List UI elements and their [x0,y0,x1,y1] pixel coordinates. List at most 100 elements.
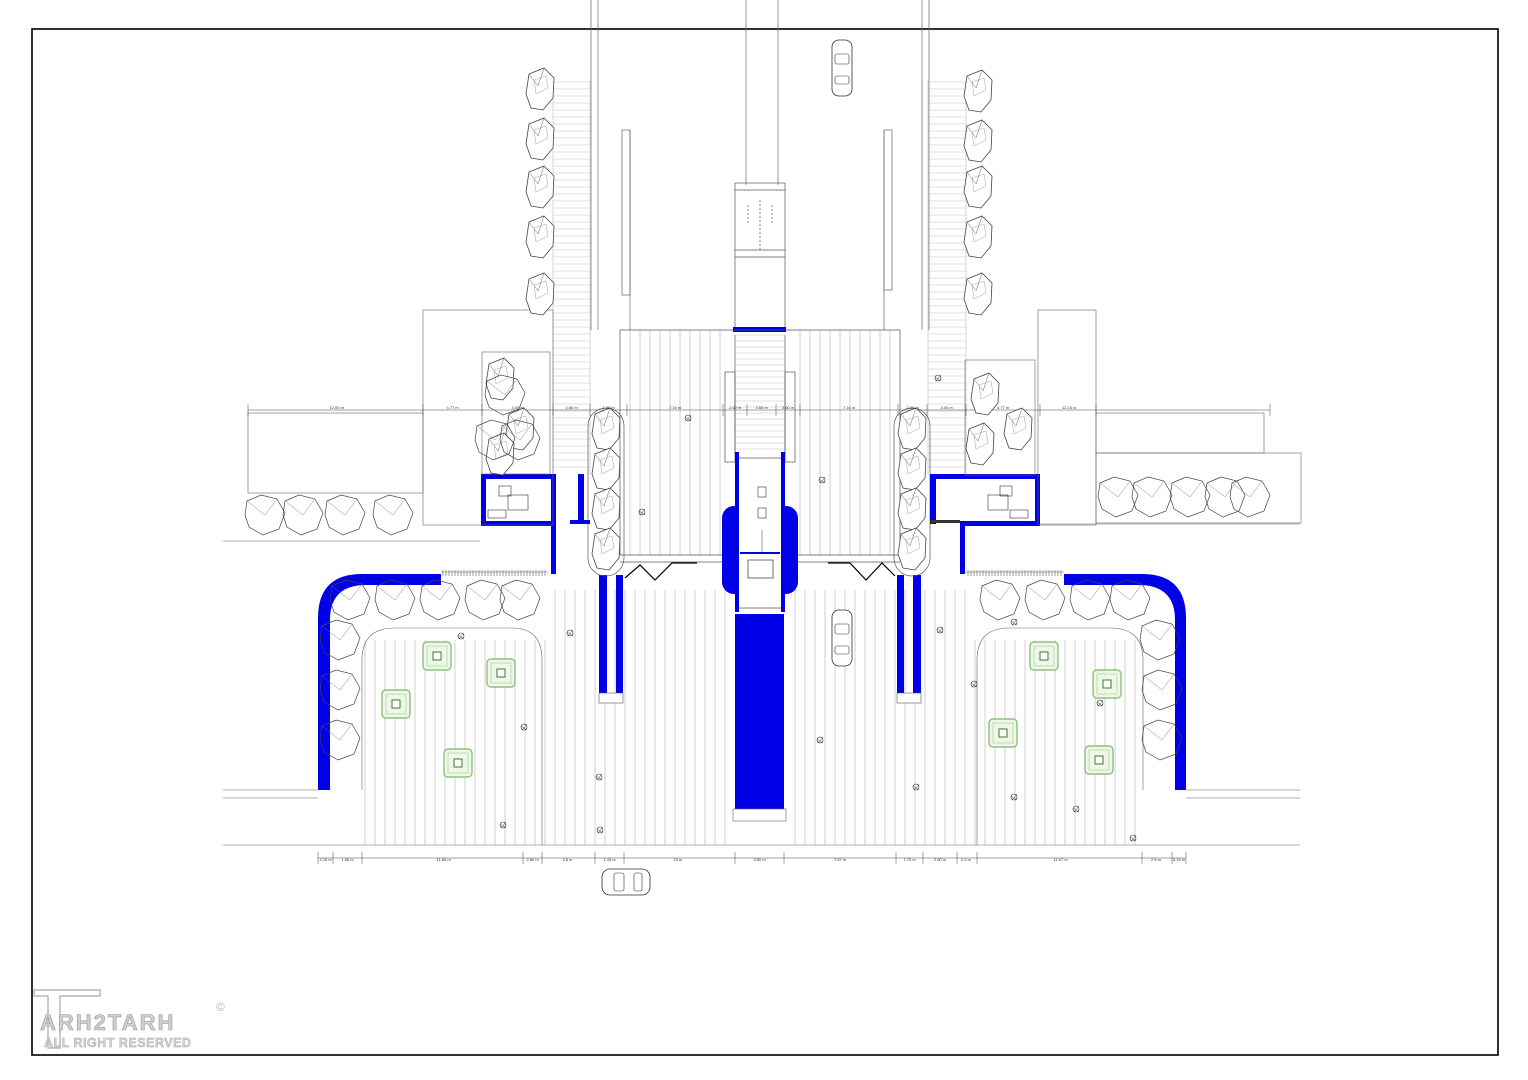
bush-icon [419,579,461,621]
tree-icon [525,117,555,161]
tree-icon [963,165,993,209]
dimension-label: 4.77 m [997,405,1010,410]
left-booth [481,474,590,574]
tree-icon [897,527,927,571]
planter-icon [1092,669,1122,699]
bush-icon [464,579,506,621]
right-curved-wall [1064,574,1186,790]
dimension-label: 3.60 m [755,405,768,410]
dimension-label: 7.16 m [669,405,682,410]
bush-icon [1131,476,1173,518]
tree-icon [591,527,621,571]
tree-icon [591,487,621,531]
tree-icon [963,119,993,163]
bush-icon [324,494,366,536]
bush-icon [1109,579,1151,621]
bush-icon [1069,579,1111,621]
central-corridor [734,182,786,455]
dimension-label: 0.4 m [961,857,972,862]
barrier-left [624,562,697,581]
dimension-label: 2.60 m [729,405,742,410]
person-icon [566,629,574,637]
person-icon [816,736,824,744]
dimension-label: 1.15 m [603,857,616,862]
dimension-label: 2.6 m [1151,857,1162,862]
dimension-label: 12.15 m [1062,405,1077,410]
tree-icon [485,357,515,401]
bush-icon [1024,579,1066,621]
tree-icon [965,422,995,466]
dimension-label: 2.60 m [934,857,947,862]
parking-stripes-left [552,80,591,475]
right-booth [930,474,1040,574]
bush-icon [282,494,324,536]
dimension-label: 4.6 m [562,857,573,862]
tree-icon [897,447,927,491]
person-icon [1010,618,1018,626]
person-icon [1072,805,1080,813]
bush-icon [1229,476,1271,518]
dimension-label: 1.35 m [602,405,615,410]
dimension-label: 3.00 m [940,405,953,410]
person-icon [596,826,604,834]
planter-icon [381,689,411,719]
dimension-label: 3.00 m [511,405,524,410]
dimension-label: 3.60 m [753,857,766,862]
drawing-frame [31,28,1499,1056]
tree-icon [963,69,993,113]
central-island-blue [735,614,784,809]
dimension-label: 7.16 m [843,405,856,410]
planter-icon [422,641,452,671]
dimension-label: 1.75 m [903,857,916,862]
planter-icon [443,748,473,778]
lower-plaza-outline [223,571,1300,846]
car-icon [831,39,853,97]
dimension-label: 2.60 m [565,405,578,410]
car-icon [831,609,853,667]
tree-icon [525,67,555,111]
bush-icon [499,579,541,621]
tree-icon [970,372,1000,416]
dimension-label: 11.60 m [436,857,451,862]
planter-icon [1084,745,1114,775]
left-curved-wall [318,574,441,790]
bush-icon [1169,476,1211,518]
bush-icon [244,494,286,536]
dimension-label: 12.00 m [329,405,344,410]
person-icon [1096,699,1104,707]
tree-icon [897,407,927,451]
tree-icon [525,272,555,316]
planter-icon [1029,641,1059,671]
upper-road [590,0,930,330]
planter-icon [988,718,1018,748]
person-icon [457,632,465,640]
dimension-label: 2.60 m [526,857,539,862]
dimension-label: 4.77 m [446,405,459,410]
bush-icon [1204,476,1246,518]
central-booth [722,452,798,612]
dimension-lines [248,409,1270,859]
dimension-label: 7.67 m [834,857,847,862]
person-icon [1010,793,1018,801]
watermark-subtitle: ALL RIGHT RESERVED [44,1036,192,1050]
dimension-label: 11.67 m [1053,857,1068,862]
bush-icon [374,579,416,621]
dimension-label: 2.60 m [782,405,795,410]
background-buildings [223,309,1302,542]
person-icon [912,783,920,791]
bush-icon [1139,619,1181,661]
tree-icon [525,215,555,259]
watermark-brand: ARH2TARH [40,1010,176,1036]
person-icon [595,773,603,781]
dimension-label: 1.66 m [341,857,354,862]
dimension-label: 6.19 m [1173,857,1186,862]
tree-icon [897,487,927,531]
bush-icon [979,579,1021,621]
copyright-symbol: © [216,1000,225,1014]
person-icon [520,723,528,731]
barrier-right [828,562,896,581]
tree-icon [591,447,621,491]
tree-icon [963,272,993,316]
tree-icon [591,407,621,451]
